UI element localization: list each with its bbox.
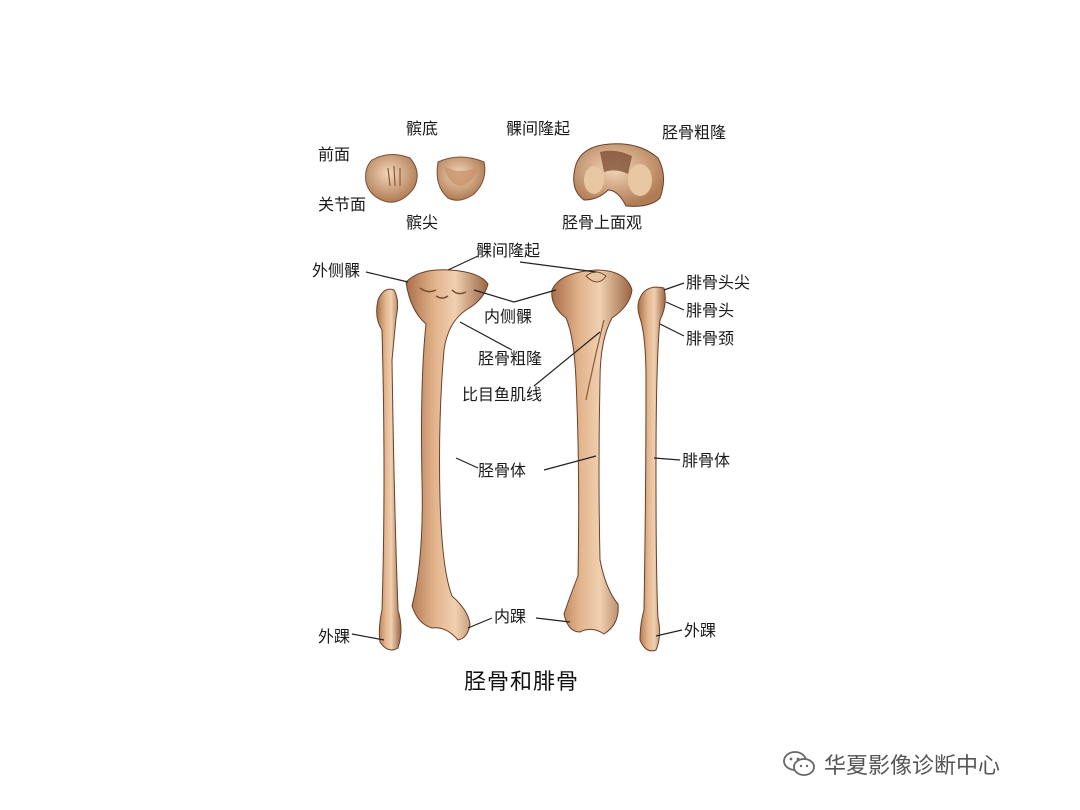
figure-caption: 胫骨和腓骨 <box>464 670 580 695</box>
label-fibular-neck: 腓骨颈 <box>686 329 735 348</box>
label-apex-of-fibular-head: 腓骨头尖 <box>686 273 751 292</box>
fibula-posterior <box>637 286 666 652</box>
label-soleal-line: 比目鱼肌线 <box>462 385 543 404</box>
label-intercondylar-eminence-top: 髁间隆起 <box>506 119 571 138</box>
tibia-anterior <box>405 269 489 641</box>
tibia-posterior <box>551 269 633 635</box>
label-lateral-malleolus-left: 外踝 <box>318 627 351 646</box>
label-apex-of-patella: 髌尖 <box>406 213 439 232</box>
label-fibular-head: 腓骨头 <box>686 301 735 320</box>
patella-front <box>365 154 418 203</box>
fibula-anterior <box>376 288 402 651</box>
label-lateral-condyle: 外侧髁 <box>312 261 361 280</box>
label-tibial-tuberosity-top: 胫骨粗隆 <box>662 123 727 142</box>
tibia-superior-view <box>573 143 664 207</box>
label-lateral-malleolus-right: 外踝 <box>684 621 717 640</box>
patella-articular <box>436 156 486 201</box>
wechat-icon <box>783 751 815 776</box>
label-fibular-shaft: 腓骨体 <box>682 451 731 470</box>
label-base-of-patella: 髌底 <box>406 119 439 138</box>
watermark-text: 华夏影像诊断中心 <box>824 754 1001 779</box>
label-medial-malleolus: 内踝 <box>494 607 527 626</box>
label-tibial-tuberosity: 胫骨粗隆 <box>478 349 543 368</box>
label-tibia-superior-view: 胫骨上面观 <box>562 213 643 232</box>
label-anterior-surface: 前面 <box>318 145 351 164</box>
watermark: 华夏影像诊断中心 <box>782 748 1000 780</box>
label-intercondylar-eminence: 髁间隆起 <box>476 241 541 260</box>
label-tibial-shaft: 胫骨体 <box>478 461 527 480</box>
label-articular-surface: 关节面 <box>318 195 367 214</box>
leader-lines <box>351 255 685 641</box>
label-medial-condyle: 内侧髁 <box>484 307 533 326</box>
